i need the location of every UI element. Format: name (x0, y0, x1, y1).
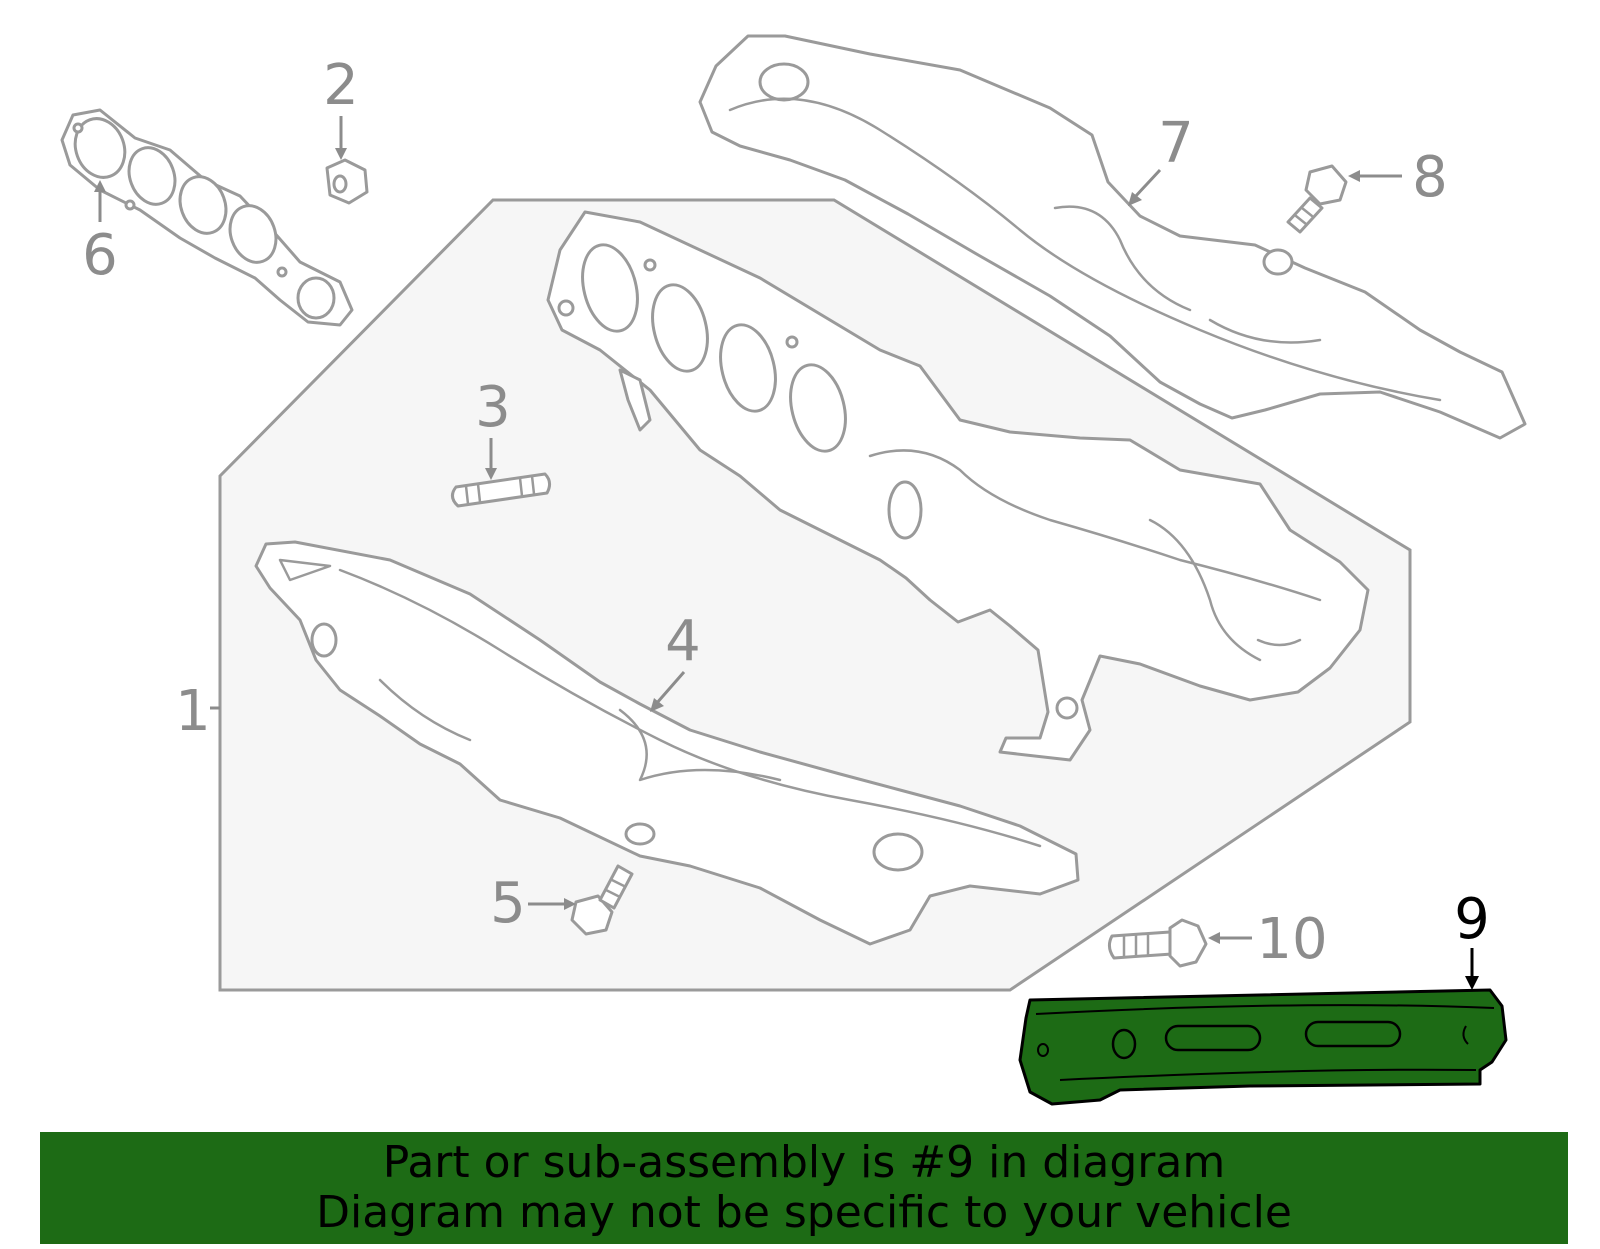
leader-lines (94, 116, 1479, 990)
exhaust-gasket-part-6[interactable] (60, 108, 354, 327)
stud-part-3[interactable] (451, 472, 552, 508)
bolt-part-10[interactable] (1107, 918, 1208, 968)
lower-heat-shield-part-4[interactable] (254, 540, 1080, 946)
bracket-part-9-highlighted[interactable] (1018, 988, 1508, 1106)
callout-6: 6 (82, 223, 118, 288)
exhaust-manifold[interactable] (546, 210, 1370, 762)
callout-9: 9 (1454, 887, 1490, 952)
info-banner: Part or sub-assembly is #9 in diagram Di… (40, 1132, 1568, 1244)
upper-heat-shield-part-7[interactable] (698, 34, 1527, 440)
callout-3: 3 (475, 375, 511, 440)
bolt-part-5[interactable] (570, 864, 634, 936)
callout-5: 5 (490, 871, 526, 936)
callout-10: 10 (1256, 907, 1327, 972)
nut-part-2[interactable] (325, 158, 369, 205)
banner-line-1: Part or sub-assembly is #9 in diagram (382, 1137, 1226, 1188)
banner-line-2: Diagram may not be specific to your vehi… (316, 1187, 1292, 1238)
callout-2: 2 (323, 53, 359, 118)
callout-8: 8 (1412, 145, 1448, 210)
callout-1: 1 (175, 679, 211, 744)
bolt-part-8[interactable] (1286, 164, 1348, 234)
callout-7: 7 (1158, 111, 1194, 176)
callout-4: 4 (665, 609, 701, 674)
